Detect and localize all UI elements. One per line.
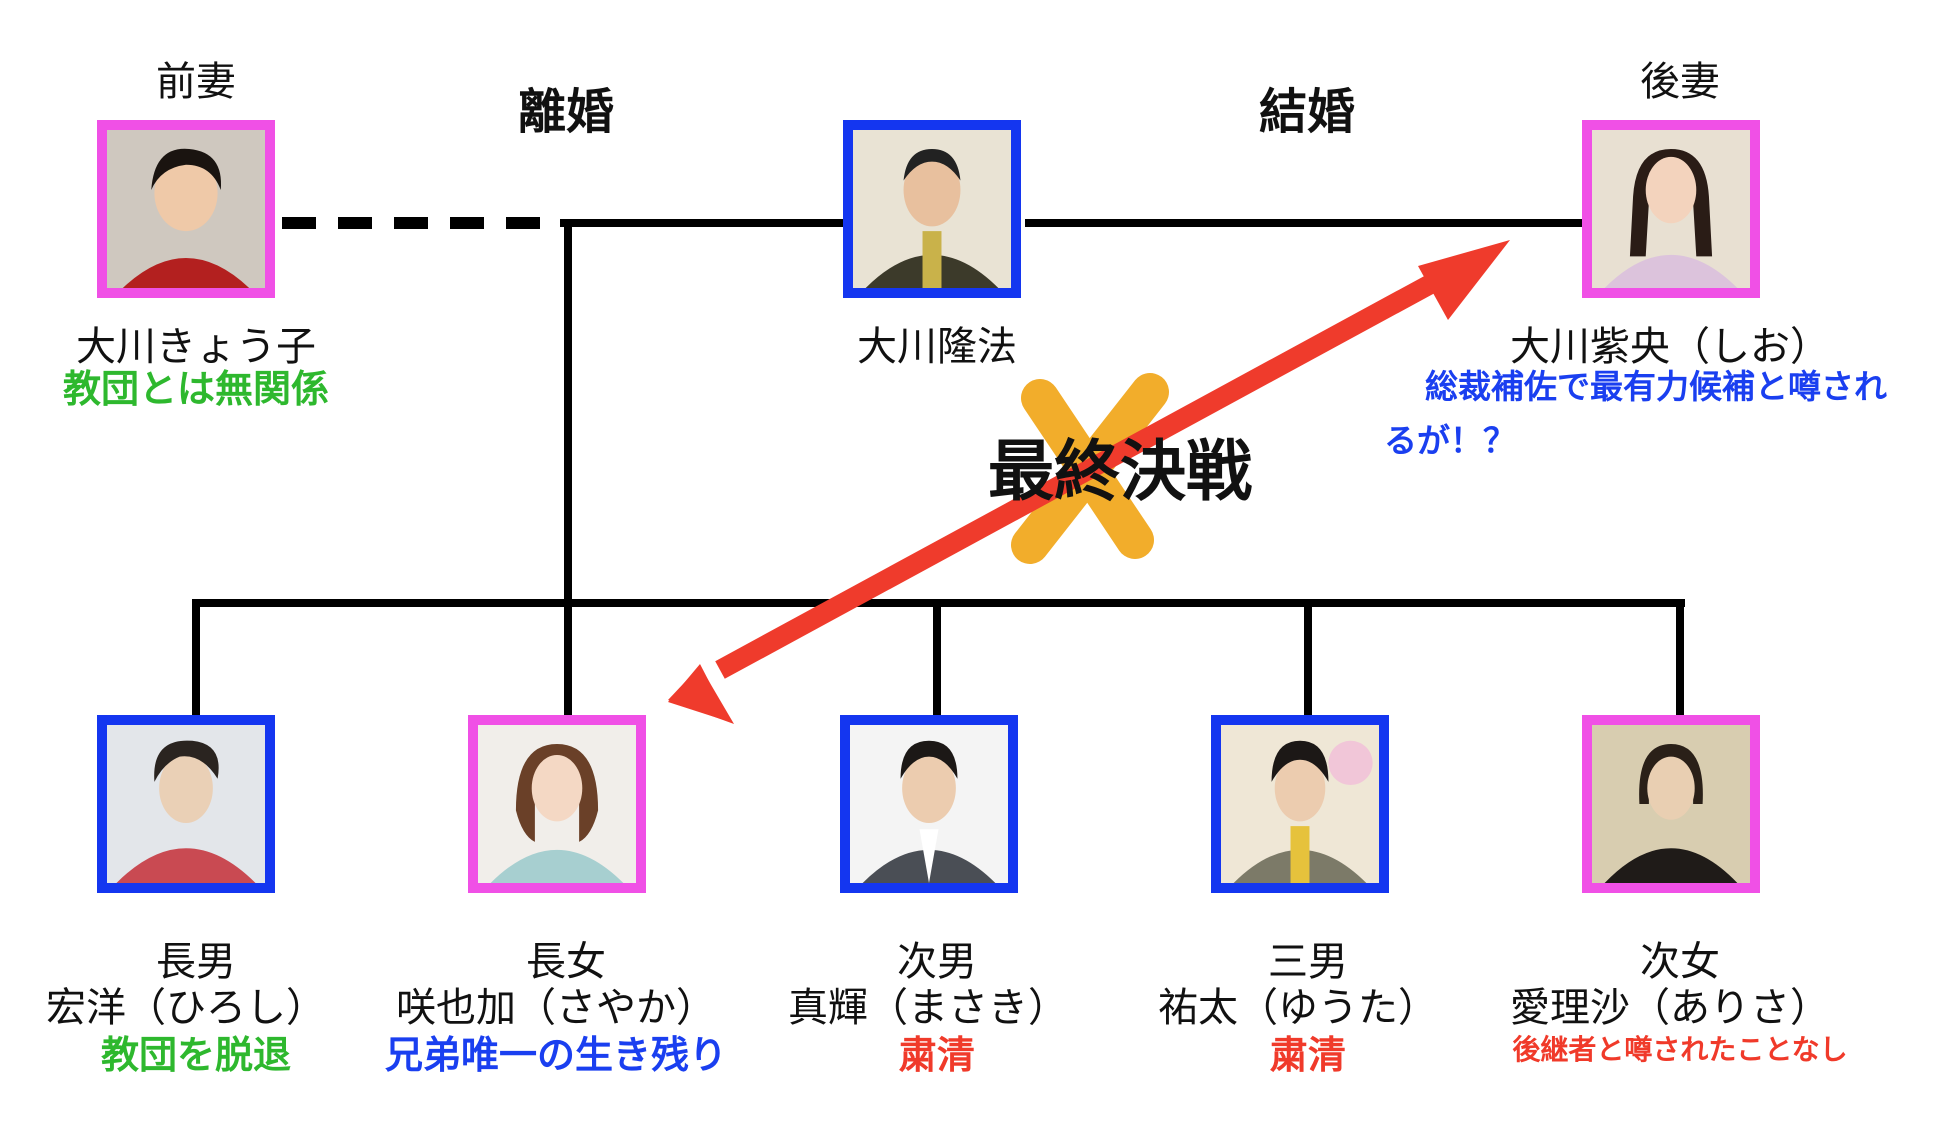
person-photo-icon — [478, 725, 636, 883]
wife-note-line2: るが！？ — [1384, 421, 1516, 460]
person-photo-icon — [1592, 130, 1750, 288]
wife-name: 大川紫央（しお） — [1510, 324, 1830, 370]
father-photo — [843, 120, 1021, 298]
ex-wife-photo — [97, 120, 275, 298]
child-3-name: 真輝（まさき） — [788, 985, 1068, 1031]
wife-note-line1: 総裁補佐で最有力候補と噂され — [1425, 367, 1887, 406]
child-1-note: 教団を脱退 — [100, 1033, 292, 1077]
child-2-name: 咲也加（さやか） — [396, 985, 716, 1031]
person-photo-icon — [853, 130, 1011, 288]
child-1-photo — [97, 715, 275, 893]
person-photo-icon — [107, 725, 265, 883]
person-photo-icon — [1221, 725, 1379, 883]
child-2-photo — [468, 715, 646, 893]
child-5-role: 次女 — [1640, 939, 1720, 985]
child-1-name: 宏洋（ひろし） — [46, 985, 326, 1031]
wife-photo — [1582, 120, 1760, 298]
person-photo-icon — [107, 130, 265, 288]
wife-role: 後妻 — [1640, 59, 1720, 105]
child-1-role: 長男 — [156, 939, 236, 985]
divorce-label: 離婚 — [517, 84, 615, 140]
ex-wife-name: 大川きょう子 — [76, 324, 316, 370]
child-4-name: 祐太（ゆうた） — [1158, 985, 1438, 1031]
person-photo-icon — [850, 725, 1008, 883]
ex-wife-note: 教団とは無関係 — [62, 367, 330, 411]
final-battle-label: 最終決戦 — [988, 432, 1252, 510]
child-2-role: 長女 — [526, 939, 606, 985]
double-arrow — [668, 240, 1510, 724]
child-3-photo — [840, 715, 1018, 893]
person-photo-icon — [1592, 725, 1750, 883]
child-3-role: 次男 — [897, 939, 977, 985]
child-3-note: 粛清 — [898, 1033, 976, 1077]
child-4-role: 三男 — [1268, 939, 1348, 985]
child-4-photo — [1211, 715, 1389, 893]
child-5-photo — [1582, 715, 1760, 893]
child-2-note: 兄弟唯一の生き残り — [384, 1033, 728, 1077]
child-5-note: 後継者と噂されたことなし — [1512, 1033, 1848, 1066]
marriage-label: 結婚 — [1258, 84, 1356, 140]
father-name: 大川隆法 — [857, 324, 1017, 370]
ex-wife-role: 前妻 — [156, 59, 236, 105]
child-5-name: 愛理沙（ありさ） — [1510, 985, 1830, 1031]
child-4-note: 粛清 — [1269, 1033, 1347, 1077]
